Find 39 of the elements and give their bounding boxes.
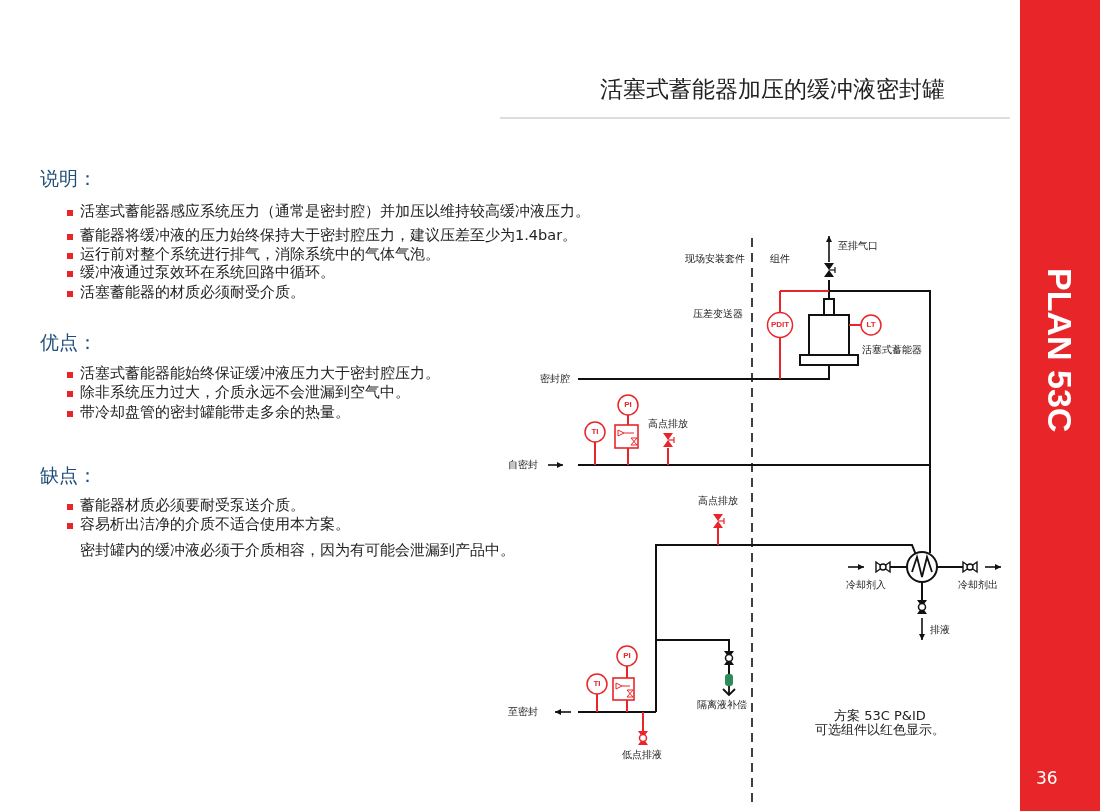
bullet-text: 活塞蓄能器的材质必须耐受介质。 [80,284,305,302]
pipe-label: 隔离液补偿 [697,699,747,711]
instrument-tag: TI [593,680,601,688]
pipe-label: 组件 [770,253,790,265]
pipe-label: 自密封 [508,459,538,471]
bullet-text: 容易析出洁净的介质不适合使用本方案。 [80,516,350,534]
pipe-label: 排液 [930,624,950,636]
pipe-label: 压差变送器 [693,308,743,320]
pipe-label: 冷却剂入 [846,579,886,591]
pipe-label: 密封腔 [540,373,570,385]
pipe-label: 活塞式蓄能器 [862,344,922,356]
bullet-text: 缓冲液通过泵效环在系统回路中循环。 [80,264,335,282]
bullet-text: 活塞式蓄能器能始终保证缓冲液压力大于密封腔压力。 [80,365,440,383]
diagram-caption: 可选组件以红色显示。 [814,722,946,738]
section-heading: 缺点： [40,464,97,487]
instrument-tag: PI [623,652,631,660]
bullet-text: 蓄能器材质必须要耐受泵送介质。 [80,497,305,515]
section-heading: 说明： [40,167,97,190]
body-text: 密封罐内的缓冲液必须于介质相容，因为有可能会泄漏到产品中。 [80,542,515,560]
pipe-label: 低点排液 [622,749,662,761]
instrument-tag: PI [624,401,632,409]
instrument-tag: LT [866,321,876,329]
pipe-label: 至排气口 [838,240,878,252]
pipe-label: 至密封 [508,706,538,718]
diagram-caption: 方案 53C P&ID [833,708,927,723]
pipe-label: 高点排放 [648,418,688,430]
section-heading: 优点： [40,331,97,354]
bullet-text: 运行前对整个系统进行排气，消除系统中的气体气泡。 [80,246,440,264]
pipe-label: 冷却剂出 [958,579,998,591]
instrument-tag: TI [591,428,599,436]
bullet-text: 活塞式蓄能器感应系统压力（通常是密封腔）并加压以维持较高缓冲液压力。 [80,203,590,221]
bullet-text: 带冷却盘管的密封罐能带走多余的热量。 [80,404,350,422]
page-title: 活塞式蓄能器加压的缓冲液密封罐 [600,76,945,104]
bullet-text: 蓄能器将缓冲液的压力始终保持大于密封腔压力，建议压差至少为1.4bar。 [80,227,578,245]
pipe-label: 高点排放 [698,495,738,507]
pipe-label: 现场安装套件 [685,253,745,265]
plan-title: PLAN 53C [1040,268,1080,433]
page-number: 36 [1036,768,1058,789]
bullet-text: 除非系统压力过大，介质永远不会泄漏到空气中。 [80,384,410,402]
